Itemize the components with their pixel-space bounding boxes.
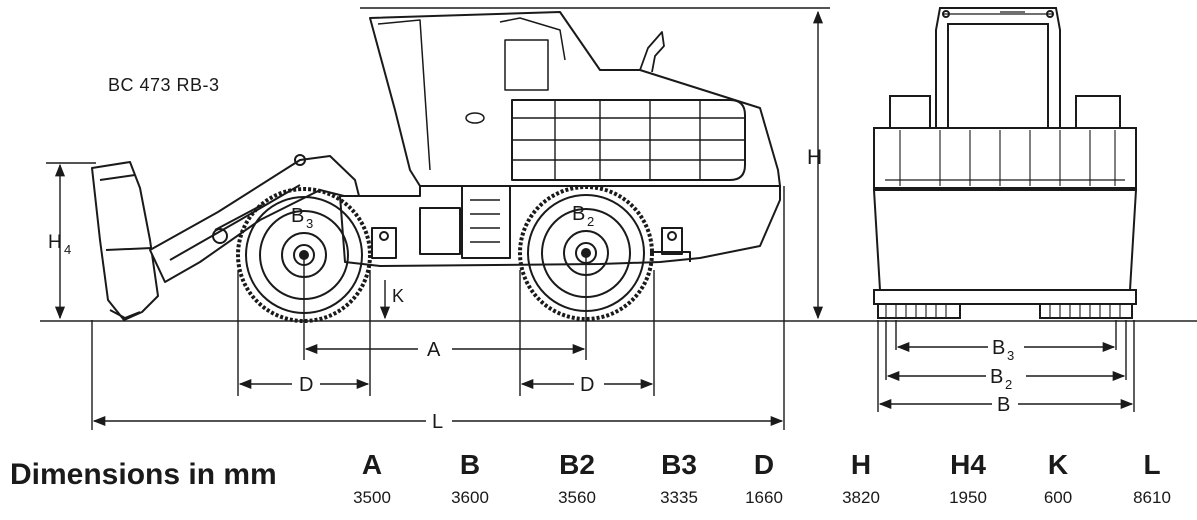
dim-key: B3 [661, 449, 697, 480]
label-b3-wheel: B [291, 205, 304, 227]
dim-column-b2: B2 3560 [532, 450, 622, 510]
front-blade [91, 161, 159, 321]
label-b2-wheel: B [572, 203, 585, 225]
front-view [872, 7, 1138, 319]
label-b2-sub: 2 [1005, 377, 1012, 392]
label-b3-wheel-sub: 3 [306, 216, 313, 231]
dim-column-b3: B3 3335 [634, 450, 724, 510]
dim-column-l: L 8610 [1107, 450, 1197, 510]
dimensions-title: Dimensions in mm [10, 458, 277, 491]
dim-column-b: B 3600 [425, 450, 515, 510]
dim-key: H [850, 449, 872, 480]
dim-column-h4: H4 1950 [923, 450, 1013, 510]
dim-key: B [459, 449, 481, 480]
chassis [339, 185, 781, 267]
dim-column-k: K 600 [1013, 450, 1103, 510]
dim-value: 3560 [558, 488, 596, 507]
label-k: K [392, 286, 404, 306]
front-body [873, 127, 1137, 189]
dim-column-h: H 3820 [816, 450, 906, 510]
dim-column-d: D 1660 [719, 450, 809, 510]
dim-value: 3335 [660, 488, 698, 507]
label-b3: B [992, 337, 1005, 359]
dim-key: D [753, 449, 775, 480]
dim-value: 3500 [353, 488, 391, 507]
dim-value: 1950 [949, 488, 987, 507]
front-dimensions [877, 320, 1135, 412]
label-b3-sub: 3 [1007, 348, 1014, 363]
label-h4-sub: 4 [64, 242, 71, 257]
label-l: L [432, 411, 443, 433]
side-view [91, 11, 781, 323]
dim-key: K [1047, 449, 1069, 480]
model-name: BC 473 RB-3 [108, 75, 220, 95]
label-a: A [427, 339, 441, 361]
machine-drawing: H 4 H K A D D L B 3 B 2 [40, 7, 1197, 433]
label-b2-wheel-sub: 2 [587, 214, 594, 229]
dim-value: 1660 [745, 488, 783, 507]
label-d-rear: D [299, 374, 313, 396]
dim-value: 3600 [451, 488, 489, 507]
label-b2: B [990, 366, 1003, 388]
dim-key: A [361, 449, 383, 480]
dim-value: 8610 [1133, 488, 1171, 507]
label-b: B [997, 394, 1010, 416]
side-dimensions [46, 7, 830, 430]
dim-column-a: A 3500 [327, 450, 417, 510]
dim-value: 600 [1043, 488, 1073, 507]
dim-value: 3820 [842, 488, 880, 507]
dim-key: H4 [950, 449, 986, 480]
railing [511, 99, 746, 181]
dim-key: B2 [559, 449, 595, 480]
label-h4: H [48, 232, 62, 253]
dim-key: L [1143, 449, 1161, 480]
label-d-front: D [580, 374, 594, 396]
label-h: H [807, 146, 822, 169]
